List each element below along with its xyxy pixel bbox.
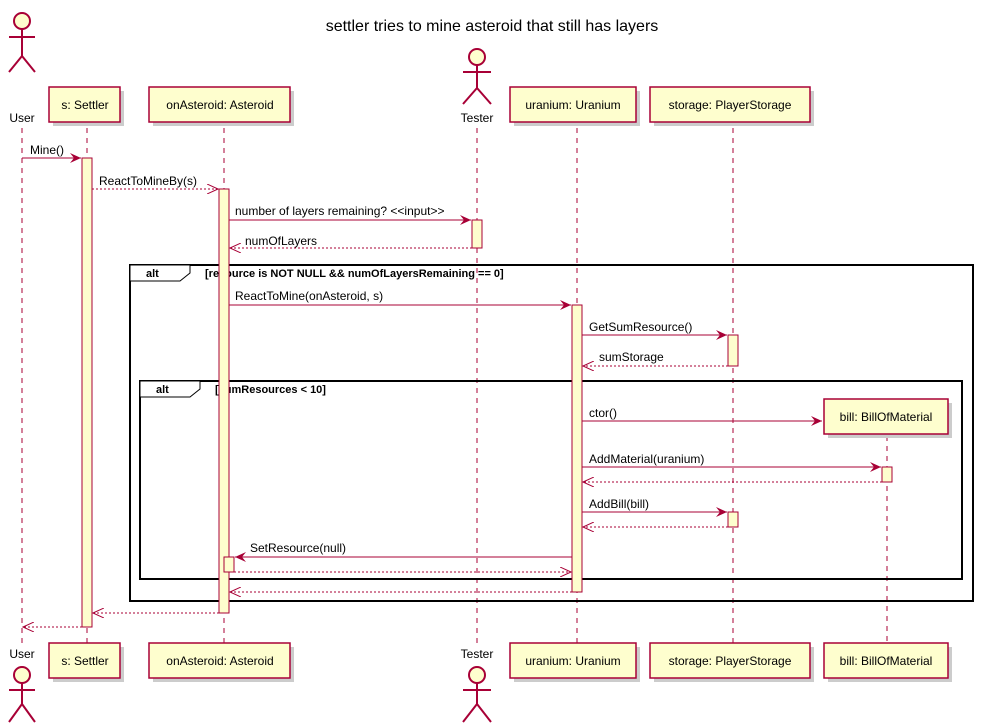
message-label: sumStorage <box>599 350 664 364</box>
messages: Mine() ReactToMineBy(s) number of layers… <box>22 143 882 627</box>
activation-settler <box>81 157 93 628</box>
participant-label: s: Settler <box>61 98 108 112</box>
participant-uranium-bottom[interactable]: uranium: Uranium <box>509 642 640 682</box>
participant-label: Tester <box>461 111 494 125</box>
participant-label: uranium: Uranium <box>525 98 620 112</box>
frame-condition: [resource is NOT NULL && numOfLayersRema… <box>205 268 504 280</box>
participant-storage-bottom[interactable]: storage: PlayerStorage <box>649 642 814 682</box>
participants-bottom: User s: Settler onAsteroid: Asteroid Tes… <box>8 642 952 723</box>
message-label: AddMaterial(uranium) <box>589 452 704 466</box>
participant-asteroid-top[interactable]: onAsteroid: Asteroid <box>148 86 294 126</box>
activations <box>81 157 893 628</box>
message-label: ReactToMine(onAsteroid, s) <box>235 289 383 303</box>
participant-settler-top[interactable]: s: Settler <box>48 86 124 126</box>
message-label: ctor() <box>589 406 617 420</box>
actor-user-bottom[interactable]: User <box>8 647 36 723</box>
actor-tester-bottom[interactable]: Tester <box>461 647 494 723</box>
participant-asteroid-bottom[interactable]: onAsteroid: Asteroid <box>148 642 294 682</box>
actor-icon <box>13 12 31 30</box>
frame-condition: [sumResources < 10] <box>215 384 326 396</box>
message-label: AddBill(bill) <box>589 497 649 511</box>
actor-icon <box>468 666 486 684</box>
participant-label: onAsteroid: Asteroid <box>166 98 273 112</box>
actor-icon <box>468 48 486 66</box>
participant-storage-top[interactable]: storage: PlayerStorage <box>649 86 814 126</box>
actor-tester-top[interactable]: Tester <box>461 48 494 125</box>
message-label: numOfLayers <box>245 234 317 248</box>
participant-label: s: Settler <box>61 654 108 668</box>
activation-uranium <box>571 304 583 593</box>
participant-bill-top[interactable]: bill: BillOfMaterial <box>823 398 952 438</box>
actor-icon <box>13 666 31 684</box>
activation-tester <box>471 219 483 249</box>
message-label: Mine() <box>30 143 64 157</box>
participant-label: User <box>9 647 34 661</box>
actor-user-top[interactable]: User <box>8 12 36 125</box>
participant-label: uranium: Uranium <box>525 654 620 668</box>
participant-label: Tester <box>461 647 494 661</box>
message-label: number of layers remaining? <<input>> <box>235 204 444 218</box>
message-label: GetSumResource() <box>589 320 692 334</box>
participants-top: User s: Settler onAsteroid: Asteroid Tes… <box>8 12 814 126</box>
participant-label: storage: PlayerStorage <box>669 654 792 668</box>
participant-bill-bottom[interactable]: bill: BillOfMaterial <box>823 642 952 682</box>
activation-asteroid-2 <box>223 556 235 573</box>
participant-uranium-top[interactable]: uranium: Uranium <box>509 86 640 126</box>
participant-label: bill: BillOfMaterial <box>840 654 933 668</box>
message-label: SetResource(null) <box>250 541 346 555</box>
alt-frame-inner: alt [sumResources < 10] <box>139 380 963 580</box>
diagram-title: settler tries to mine asteroid that stil… <box>326 18 659 35</box>
participant-label: storage: PlayerStorage <box>669 98 792 112</box>
activation-asteroid <box>218 188 230 614</box>
activation-bill <box>881 466 893 483</box>
message-label: ReactToMineBy(s) <box>99 174 197 188</box>
frame-keyword: alt <box>146 268 159 280</box>
participant-label: onAsteroid: Asteroid <box>166 654 273 668</box>
activation-storage <box>727 334 739 367</box>
frame-keyword: alt <box>156 384 169 396</box>
alt-frame-outer: alt [resource is NOT NULL && numOfLayers… <box>129 264 974 602</box>
participant-settler-bottom[interactable]: s: Settler <box>48 642 124 682</box>
activation-storage-2 <box>727 511 739 528</box>
participant-label: bill: BillOfMaterial <box>840 410 933 424</box>
participant-label: User <box>9 111 34 125</box>
